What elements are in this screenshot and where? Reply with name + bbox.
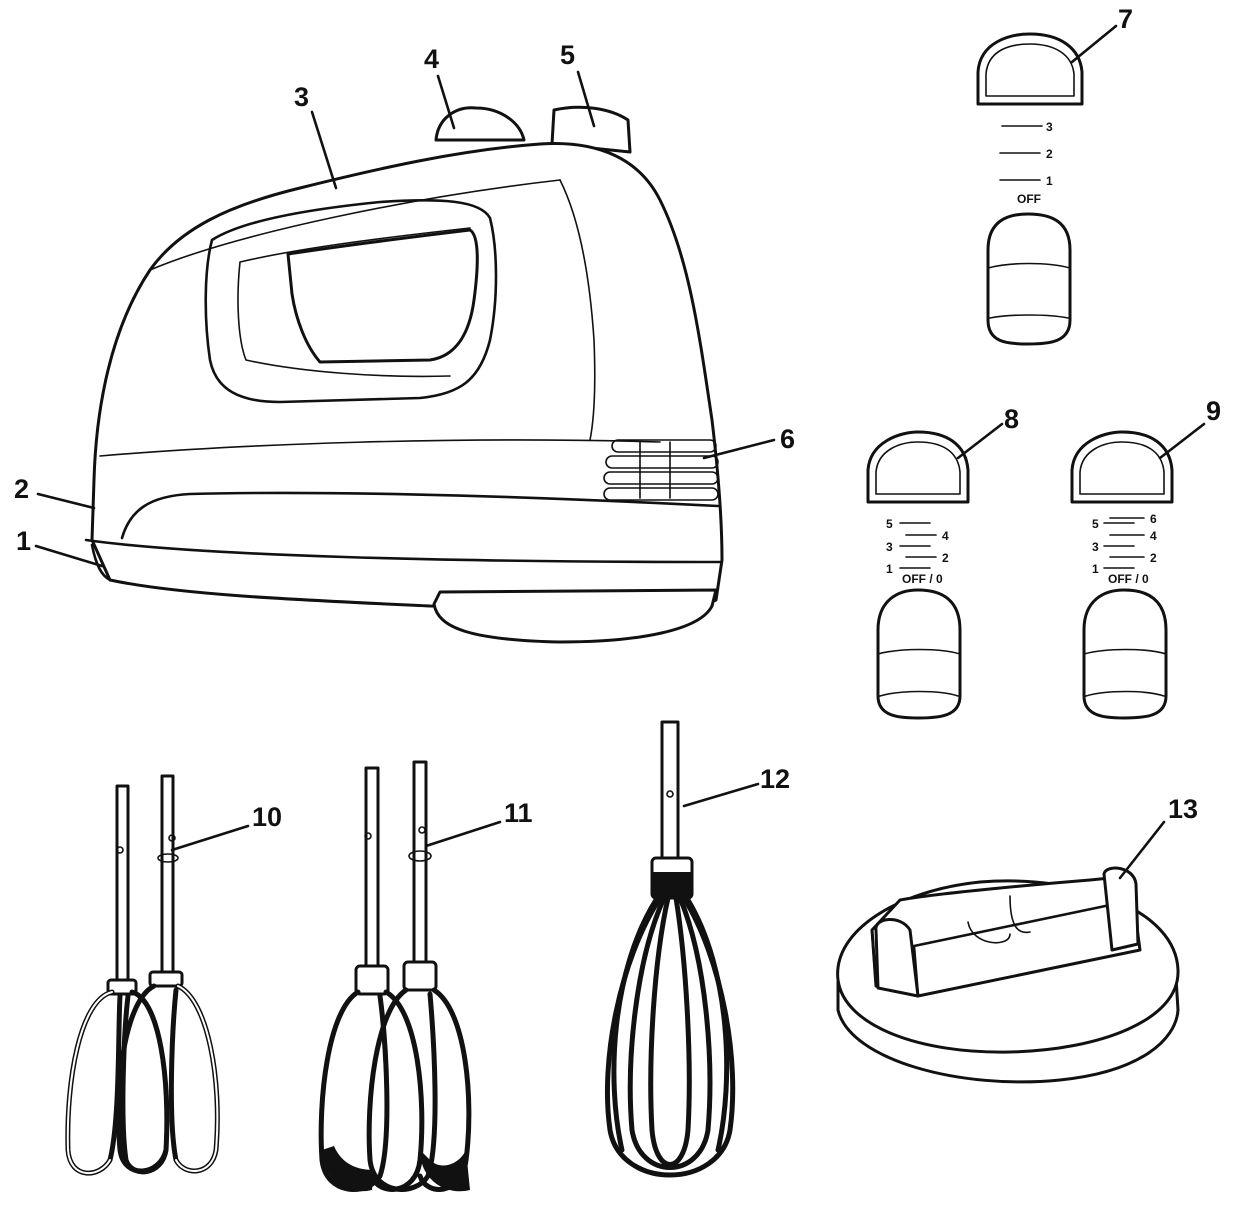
speed-mark-3: 3 [1092,540,1099,554]
speed-mark-4: 4 [942,529,949,543]
speed-mark-2: 2 [1150,551,1157,565]
callout-1: 1 [16,526,31,556]
speed-control-5-speed: 5 3 1 4 2 OFF / 0 [866,430,970,720]
callout-7: 7 [1118,4,1133,34]
speed-mark-5: 5 [886,517,893,531]
off-label: OFF / 0 [902,572,943,586]
speed-mark-6: 6 [1150,512,1157,526]
speed-mark-3: 3 [886,540,893,554]
speed-mark-1: 1 [1046,174,1053,188]
speed-mark-3: 3 [1046,120,1053,134]
wire-whisk [604,720,736,1178]
speed-mark-2: 2 [1046,147,1053,161]
callout-leaders [34,24,1206,880]
accessory-storage-base [836,866,1180,1084]
callout-12: 12 [760,764,790,794]
callout-8: 8 [1004,404,1019,434]
callout-13: 13 [1168,794,1198,824]
callout-numbers: 1 2 3 4 5 6 7 8 9 10 11 12 13 [14,4,1221,832]
flex-edge-beaters [318,760,472,1192]
air-vents [603,439,719,501]
turbo-beaters [65,774,220,1176]
callout-10: 10 [252,802,282,832]
speed-mark-1: 1 [886,562,893,576]
callout-4: 4 [424,44,439,74]
mixer-body [84,105,724,644]
callout-2: 2 [14,474,29,504]
off-label: OFF [1017,192,1041,206]
speed-mark-5: 5 [1092,517,1099,531]
speed-control-knob [434,106,526,142]
off-label: OFF / 0 [1108,572,1149,586]
callout-5: 5 [560,40,575,70]
callout-9: 9 [1206,396,1221,426]
callout-11: 11 [504,798,533,828]
speed-control-6-speed: 5 3 1 6 4 2 OFF / 0 [1070,430,1174,720]
speed-mark-1: 1 [1092,562,1099,576]
whisk-wires [604,895,736,1178]
beater-eject-button [550,105,632,154]
speed-mark-4: 4 [1150,529,1157,543]
speed-mark-2: 2 [942,551,949,565]
callout-3: 3 [294,82,309,112]
callout-6: 6 [780,424,795,454]
speed-control-3-speed: 3 2 1 OFF [976,32,1084,346]
